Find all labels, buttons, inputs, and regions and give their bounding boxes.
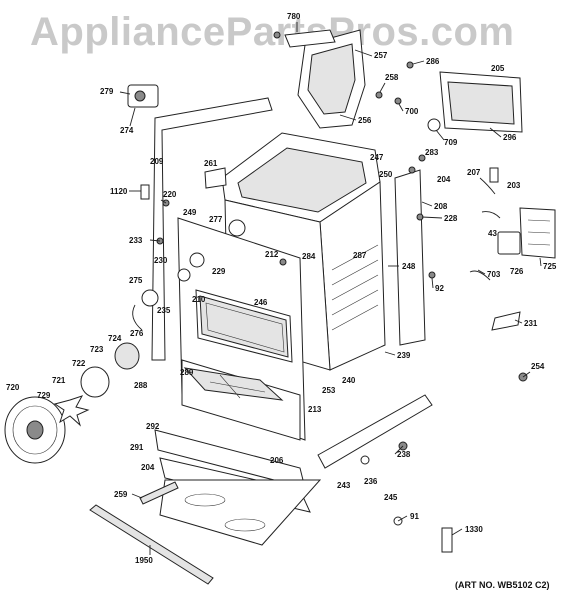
part-label: 245 (384, 493, 398, 502)
part-label: 726 (510, 267, 524, 276)
part-label: 256 (358, 116, 372, 125)
part-label: 243 (337, 481, 351, 490)
part-label: 239 (397, 351, 411, 360)
part-label: 780 (287, 12, 301, 21)
part-label: 250 (379, 170, 393, 179)
part-label: 729 (37, 391, 51, 400)
part-label: 286 (426, 57, 440, 66)
part-label: 248 (402, 262, 416, 271)
part-label: 288 (134, 381, 148, 390)
part-label: 287 (353, 251, 367, 260)
part-label: 258 (385, 73, 399, 82)
fan-disc (80, 366, 110, 398)
part-label: 296 (503, 133, 517, 142)
part-label: 233 (129, 236, 143, 245)
drawer-slide-rail (139, 481, 179, 505)
part-label: 203 (507, 181, 521, 190)
part-label: 253 (322, 386, 336, 395)
part-725-box (519, 207, 556, 259)
part-label: 1330 (465, 525, 483, 534)
part-label: 205 (491, 64, 505, 73)
art-number: (ART NO. WB5102 C2) (455, 580, 550, 590)
part-726 (497, 231, 521, 255)
part-label: 1950 (135, 556, 153, 565)
part-label: 212 (265, 250, 279, 259)
part-231 (491, 311, 521, 331)
part-label: 247 (370, 153, 384, 162)
part-label: 275 (129, 276, 143, 285)
part-label: 213 (308, 405, 322, 414)
part-label: 229 (212, 267, 226, 276)
part-label: 703 (487, 270, 501, 279)
part-label: 238 (397, 450, 411, 459)
fan-blade (53, 395, 90, 427)
part-label: 700 (405, 107, 419, 116)
valve-part (127, 84, 159, 108)
part-label: 235 (157, 306, 171, 315)
part-label: 92 (435, 284, 444, 293)
part-label: 720 (6, 383, 20, 392)
part-label: 206 (270, 456, 284, 465)
fan-motor (114, 342, 140, 370)
side-frame-panel (151, 97, 273, 361)
part-label: 722 (72, 359, 86, 368)
part-label: 220 (163, 190, 177, 199)
part-label: 274 (120, 126, 134, 135)
part-label: 204 (141, 463, 155, 472)
top-bracket (284, 29, 336, 48)
part-label: 209 (150, 157, 164, 166)
part-label: 236 (364, 477, 378, 486)
part-label: 723 (90, 345, 104, 354)
part-label: 208 (434, 202, 448, 211)
part-label: 257 (374, 51, 388, 60)
bottom-base (159, 479, 322, 546)
range-chassis (177, 132, 386, 441)
part-label: 709 (444, 138, 458, 147)
part-label: 277 (209, 215, 223, 224)
part-label: 291 (130, 443, 144, 452)
convection-fan-cover (4, 396, 66, 464)
part-label: 724 (108, 334, 122, 343)
part-1330 (441, 527, 453, 553)
watermark: AppliancePartsPros.com (30, 10, 515, 54)
part-label: 276 (130, 329, 144, 338)
part-label: 204 (437, 175, 451, 184)
part-label: 91 (410, 512, 419, 521)
part-label: 254 (531, 362, 545, 371)
part-label: 284 (302, 252, 316, 261)
part-label: 292 (146, 422, 160, 431)
part-label: 228 (444, 214, 458, 223)
part-label: 210 (192, 295, 206, 304)
part-label: 721 (52, 376, 66, 385)
part-label: 249 (183, 208, 197, 217)
part-label: 279 (100, 87, 114, 96)
toe-kick-strip (89, 504, 214, 585)
part-label: 1120 (110, 187, 128, 196)
part-label: 259 (114, 490, 128, 499)
part-label: 261 (204, 159, 218, 168)
part-label: 246 (254, 298, 268, 307)
part-label: 725 (543, 262, 557, 271)
drawer-front-trim (317, 394, 433, 469)
part-label: 231 (524, 319, 538, 328)
part-label: 43 (488, 229, 497, 238)
part-label: 289 (180, 368, 194, 377)
part-label: 230 (154, 256, 168, 265)
part-label: 207 (467, 168, 481, 177)
part-label: 283 (425, 148, 439, 157)
part-label: 240 (342, 376, 356, 385)
